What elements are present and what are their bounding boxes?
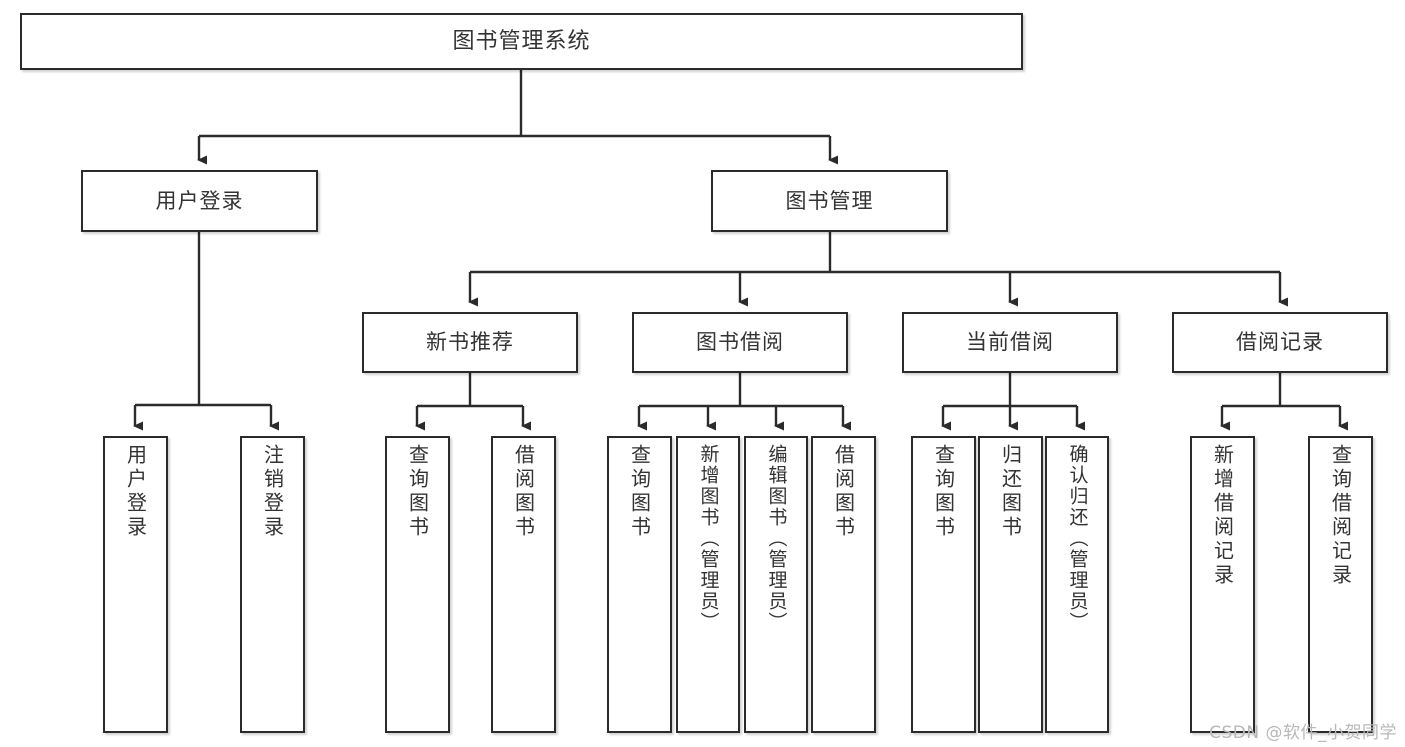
node-label: 编辑图书（管理员） <box>765 444 788 633</box>
node-book-management[interactable]: 图书管理 <box>711 170 948 232</box>
leaf-book-borrow-add[interactable]: 新增图书（管理员） <box>676 436 740 733</box>
node-label: 借阅图书 <box>831 444 856 540</box>
node-borrow-record[interactable]: 借阅记录 <box>1172 312 1388 373</box>
node-label: 借阅图书 <box>511 444 536 540</box>
node-label: 新增图书（管理员） <box>697 444 720 633</box>
leaf-user-login-logout[interactable]: 注销登录 <box>240 436 305 733</box>
leaf-user-login-login[interactable]: 用户登录 <box>103 436 168 733</box>
leaf-current-borrow-return[interactable]: 归还图书 <box>978 436 1043 733</box>
leaf-book-borrow-edit[interactable]: 编辑图书（管理员） <box>744 436 808 733</box>
node-label: 归还图书 <box>998 444 1023 540</box>
leaf-book-borrow-borrow[interactable]: 借阅图书 <box>811 436 876 733</box>
watermark-text: CSDN @软件_小贺同学 <box>1209 723 1397 743</box>
node-label: 新增借阅记录 <box>1210 444 1235 588</box>
leaf-current-borrow-query[interactable]: 查询图书 <box>911 436 976 733</box>
node-label: 查询图书 <box>627 444 652 540</box>
leaf-borrow-record-add[interactable]: 新增借阅记录 <box>1190 436 1255 733</box>
node-current-borrow[interactable]: 当前借阅 <box>902 312 1118 373</box>
node-label: 用户登录 <box>155 188 244 213</box>
node-label: 查询借阅记录 <box>1328 444 1353 588</box>
node-label: 当前借阅 <box>966 330 1054 355</box>
node-label: 图书管理 <box>785 188 874 213</box>
leaf-new-book-borrow[interactable]: 借阅图书 <box>491 436 556 733</box>
leaf-new-book-query[interactable]: 查询图书 <box>385 436 450 733</box>
node-label: 图书管理系统 <box>452 28 591 54</box>
node-label: 用户登录 <box>123 444 148 540</box>
leaf-book-borrow-query[interactable]: 查询图书 <box>607 436 672 733</box>
node-label: 查询图书 <box>931 444 956 540</box>
node-user-login[interactable]: 用户登录 <box>81 170 318 232</box>
node-label: 新书推荐 <box>426 330 514 355</box>
node-label: 借阅记录 <box>1236 330 1324 355</box>
leaf-current-borrow-confirm-return[interactable]: 确认归还（管理员） <box>1045 436 1109 733</box>
node-new-book-recommend[interactable]: 新书推荐 <box>362 312 578 373</box>
node-label: 查询图书 <box>405 444 430 540</box>
node-label: 图书借阅 <box>696 330 784 355</box>
leaf-borrow-record-query[interactable]: 查询借阅记录 <box>1308 436 1373 733</box>
node-label: 注销登录 <box>260 444 285 540</box>
node-label: 确认归还（管理员） <box>1066 444 1089 633</box>
node-book-borrow[interactable]: 图书借阅 <box>632 312 848 373</box>
node-root-system[interactable]: 图书管理系统 <box>20 13 1023 70</box>
